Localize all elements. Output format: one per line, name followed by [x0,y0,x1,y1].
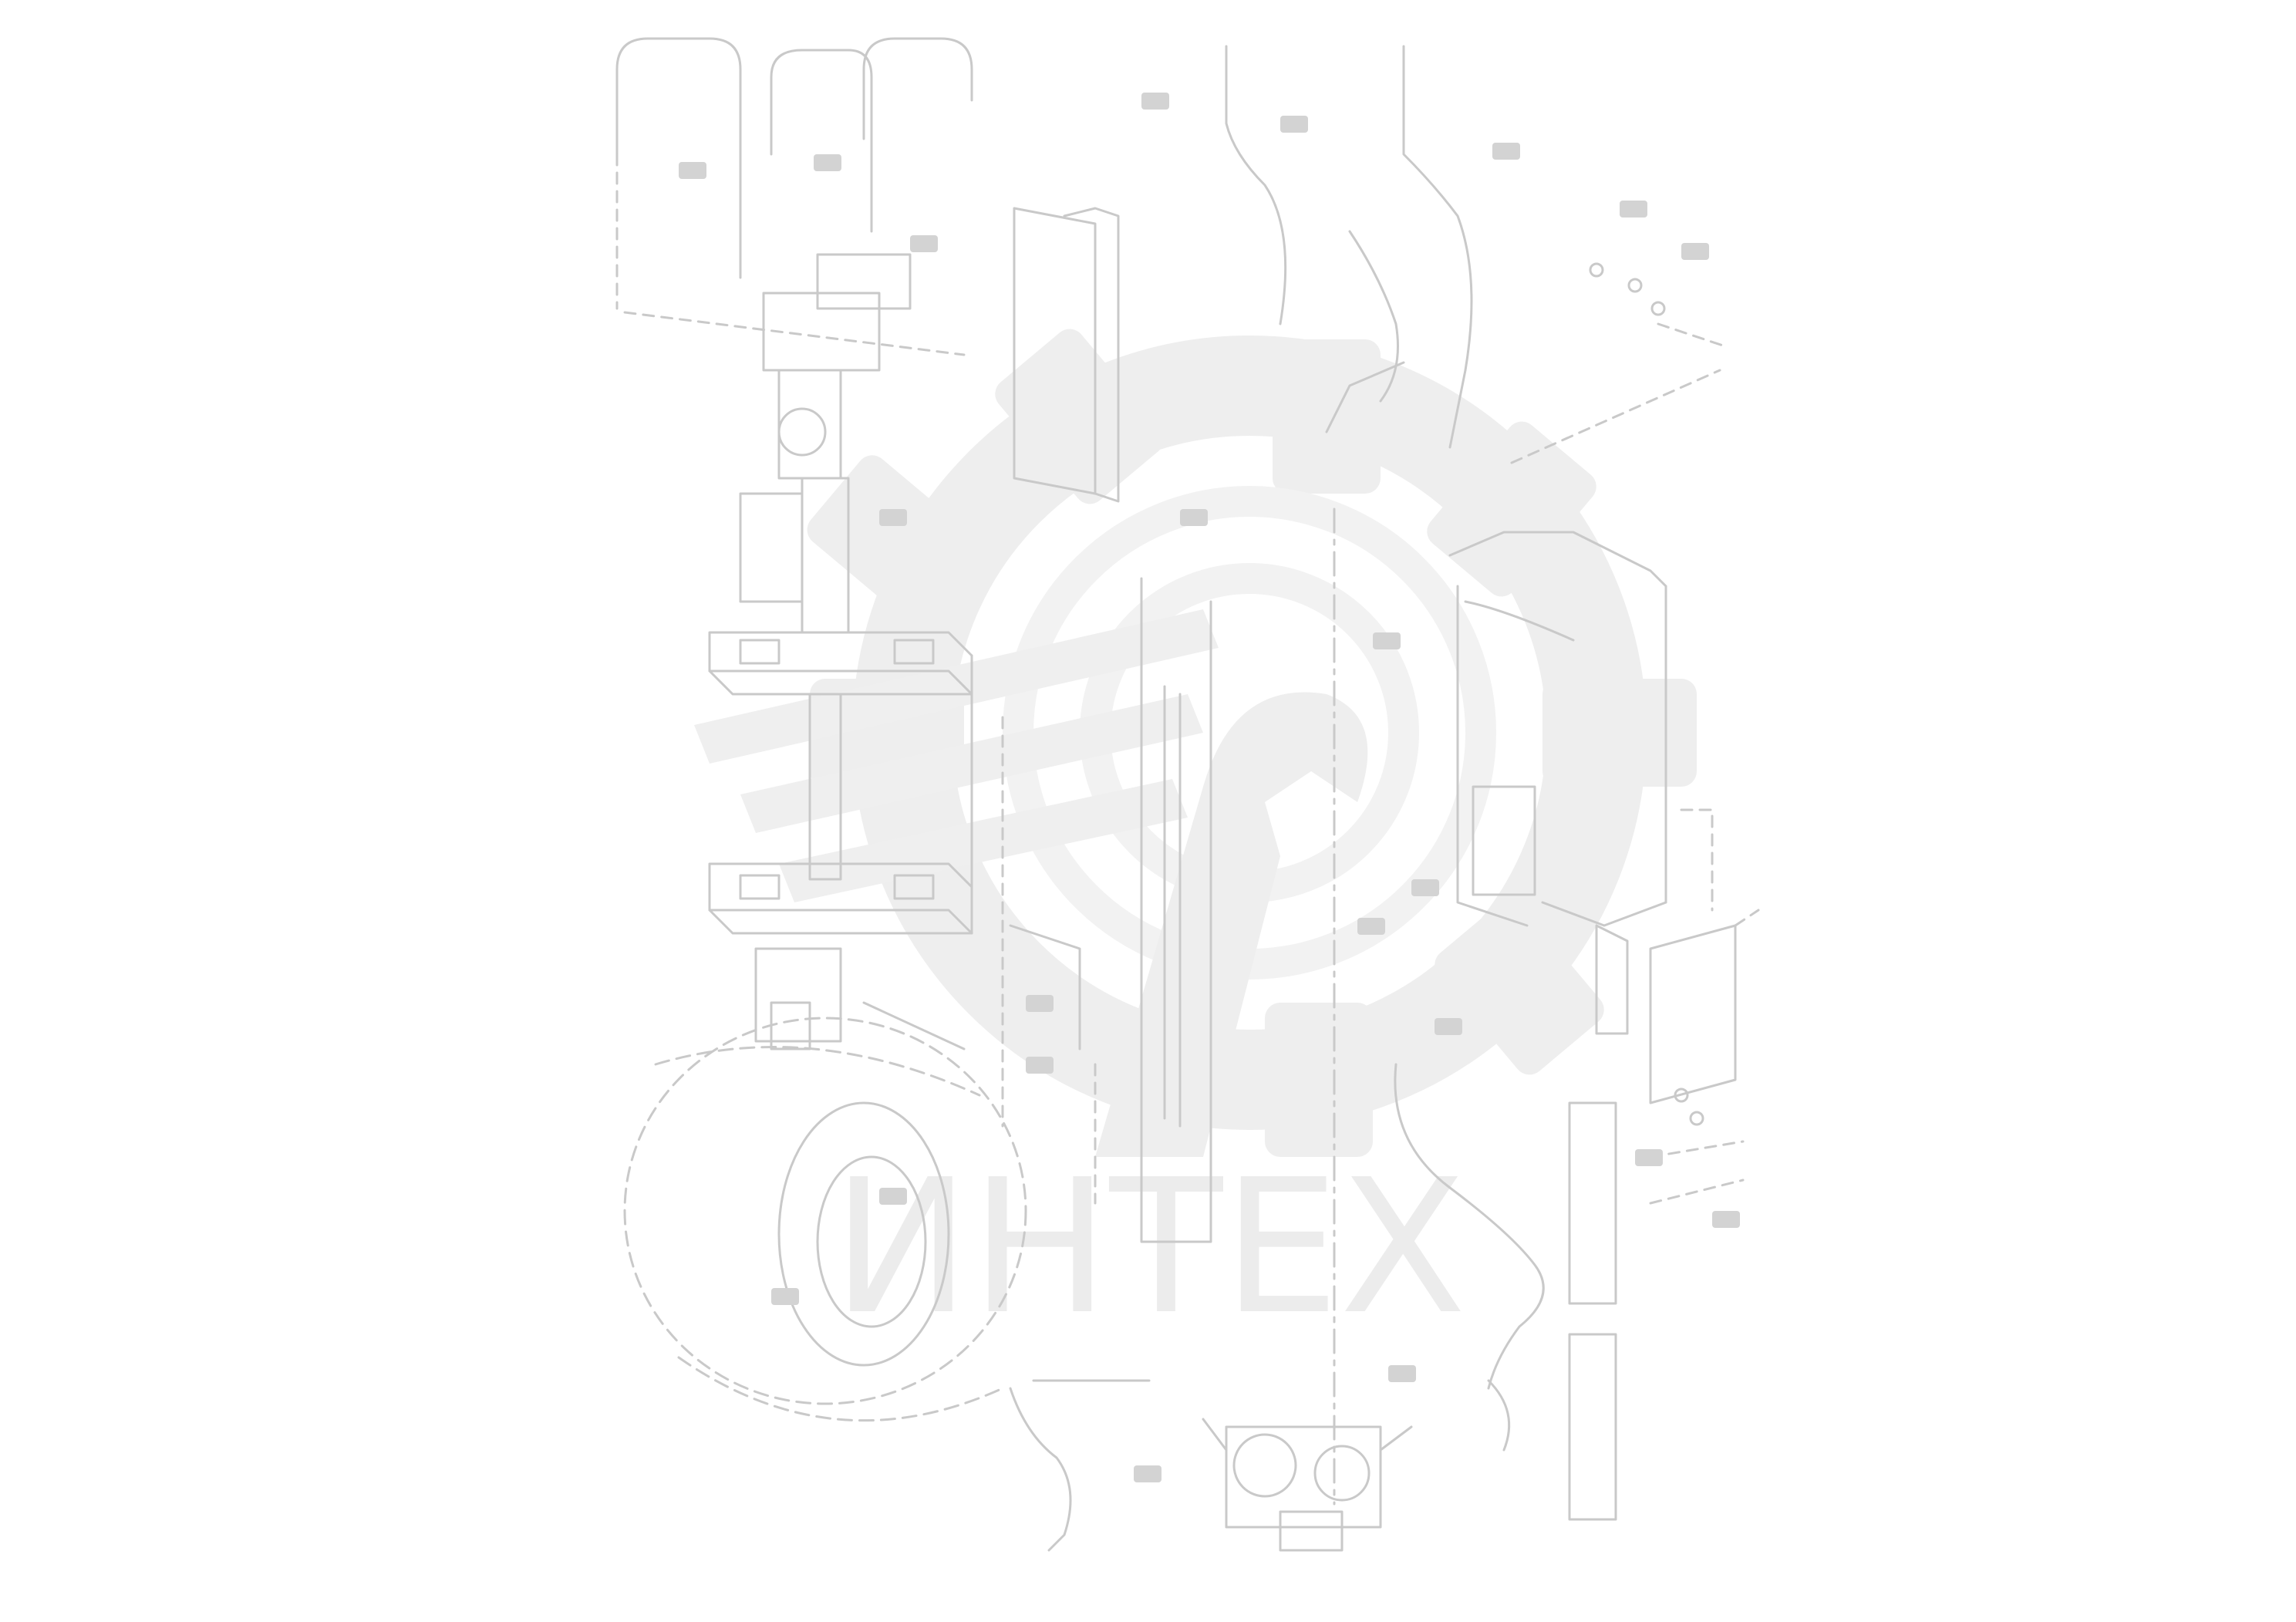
hose-lines-lower [862,924,1545,1552]
cover-panel-right [1448,531,1667,927]
watermark-gear-logo [694,329,1697,1157]
watermark-brand-text: ИНТЕХ [832,1139,1467,1355]
diagram-linework [615,37,1760,1552]
reference-line-1 [1951,1477,2106,1488]
channel-bracket-center [1140,577,1212,1243]
valve-block-assembly [708,253,973,1050]
drawing-reference-block [1951,1477,2106,1488]
fittings-top-right [1510,262,1729,464]
hose-loops [615,37,973,356]
filter-panels [1568,1101,1617,1521]
callout-markers [679,93,1740,1482]
pump-assembly [1202,1418,1413,1552]
channel-bracket-upper [1013,207,1120,503]
side-bracket-right [1595,808,1760,1104]
drum-assembly [623,1017,1027,1422]
fittings-right [1649,1088,1745,1205]
hose-lines-right [1225,45,1473,449]
